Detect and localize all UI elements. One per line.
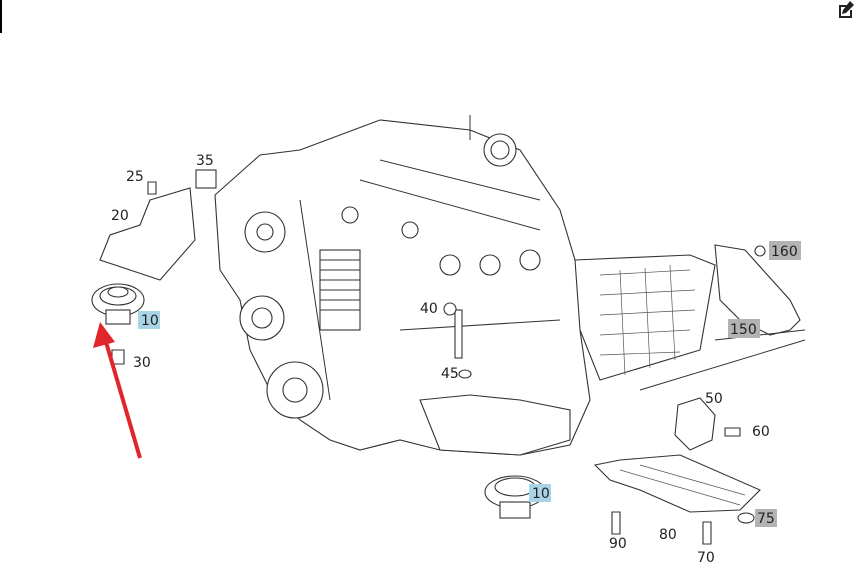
callout-90: 90 <box>609 536 627 552</box>
svg-text:20: 20 <box>111 208 129 224</box>
callout-45: 45 <box>441 366 459 382</box>
left-mount-parts <box>91 169 217 365</box>
svg-text:160: 160 <box>771 244 798 260</box>
callout-10-left[interactable]: 10 <box>138 311 160 329</box>
svg-text:10: 10 <box>532 486 550 502</box>
callout-30: 30 <box>133 355 151 371</box>
red-arrow-indicator <box>93 322 142 459</box>
callout-70: 70 <box>697 550 715 566</box>
callout-160[interactable]: 160 <box>769 241 801 260</box>
callout-50: 50 <box>705 391 723 407</box>
callout-20: 20 <box>111 208 129 224</box>
callout-80: 80 <box>659 527 677 543</box>
svg-text:25: 25 <box>126 169 144 185</box>
bolt-parts <box>443 302 472 379</box>
svg-text:45: 45 <box>441 366 459 382</box>
callout-35: 35 <box>196 153 214 169</box>
svg-text:30: 30 <box>133 355 151 371</box>
svg-text:50: 50 <box>705 391 723 407</box>
callout-25: 25 <box>126 169 144 185</box>
svg-text:10: 10 <box>141 313 159 329</box>
svg-text:35: 35 <box>196 153 214 169</box>
callout-75[interactable]: 75 <box>755 509 777 527</box>
engine-illustration <box>214 115 716 456</box>
callout-40: 40 <box>420 301 438 317</box>
edit-icon[interactable] <box>836 0 856 20</box>
svg-text:75: 75 <box>757 511 775 527</box>
callout-60: 60 <box>752 424 770 440</box>
svg-text:90: 90 <box>609 536 627 552</box>
svg-text:150: 150 <box>730 322 757 338</box>
svg-text:70: 70 <box>697 550 715 566</box>
svg-text:60: 60 <box>752 424 770 440</box>
callout-150[interactable]: 150 <box>728 319 760 338</box>
left-edge-bar <box>0 0 2 33</box>
svg-text:80: 80 <box>659 527 677 543</box>
callout-10-right[interactable]: 10 <box>529 484 551 502</box>
svg-text:40: 40 <box>420 301 438 317</box>
